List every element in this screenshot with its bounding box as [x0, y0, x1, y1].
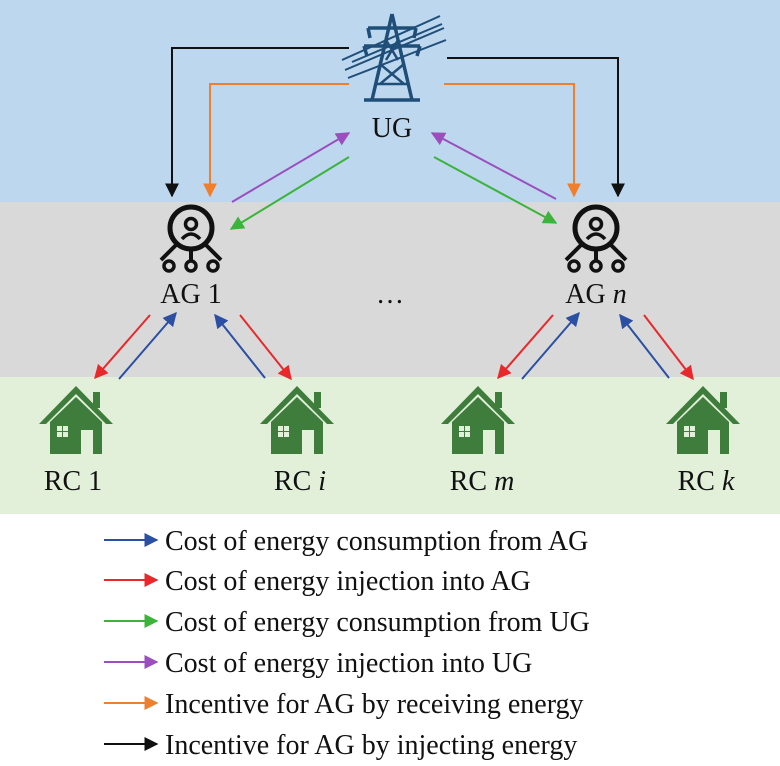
consumption-from-ag-arrow-rck — [619, 313, 670, 379]
legend-label: Cost of energy injection into UG — [165, 648, 532, 679]
incentive-receiving-arrow-agn — [444, 83, 581, 198]
transmission-tower-icon — [341, 13, 447, 102]
legend-label: Cost of energy consumption from UG — [165, 607, 590, 638]
injection-into-ug-arrow-ag1 — [231, 132, 351, 203]
consumption-from-ag-arrow-rci — [214, 313, 266, 379]
aggregator-ellipsis: … — [376, 279, 404, 310]
incentive-injecting-arrow-agn — [447, 57, 625, 198]
legend-label: Incentive for AG by injecting energy — [165, 730, 577, 761]
legend-label: Cost of energy consumption from AG — [165, 526, 588, 557]
incentive-receiving-arrow-ag1 — [203, 83, 349, 198]
rc-m-label: RC m — [450, 466, 515, 497]
legend-label: Incentive for AG by receiving energy — [165, 689, 584, 720]
aggregator-n-label: AG n — [565, 279, 626, 310]
legend-item-incentive-receiving: Incentive for AG by receiving energy — [104, 689, 584, 720]
legend-item-injection-into-ug: Cost of energy injection into UG — [104, 648, 532, 679]
incentive-injecting-arrow-ag1 — [165, 47, 349, 198]
consumption-from-ug-arrow-agn — [433, 156, 558, 224]
customer-band — [0, 377, 780, 514]
injection-into-ag-arrow-rc1 — [94, 314, 151, 380]
utility-grid-label: UG — [372, 113, 412, 144]
consumption-from-ag-arrow-rcm — [521, 311, 580, 380]
consumption-from-ag-arrow-rc1 — [118, 311, 177, 380]
rc-k-label: RC k — [678, 466, 735, 497]
injection-into-ug-arrow-agn — [430, 132, 557, 200]
injection-into-ag-arrow-rck — [643, 314, 694, 381]
rc-i-label: RC i — [274, 466, 326, 497]
aggregator-band — [0, 202, 780, 377]
consumption-from-ug-arrow-ag1 — [229, 156, 350, 230]
legend-item-incentive-injecting: Incentive for AG by injecting energy — [104, 730, 577, 761]
aggregator-1-label: AG 1 — [160, 279, 221, 310]
legend-label: Cost of energy injection into AG — [165, 566, 531, 597]
legend-item-injection-into-ag: Cost of energy injection into AG — [104, 566, 531, 597]
legend: Cost of energy consumption from AG Cost … — [104, 526, 590, 761]
rc-1-label: RC 1 — [44, 466, 102, 497]
legend-item-consumption-from-ug: Cost of energy consumption from UG — [104, 607, 590, 638]
injection-into-ag-arrow-rci — [239, 314, 292, 381]
legend-item-consumption-from-ag: Cost of energy consumption from AG — [104, 526, 588, 557]
injection-into-ag-arrow-rcm — [497, 314, 554, 380]
